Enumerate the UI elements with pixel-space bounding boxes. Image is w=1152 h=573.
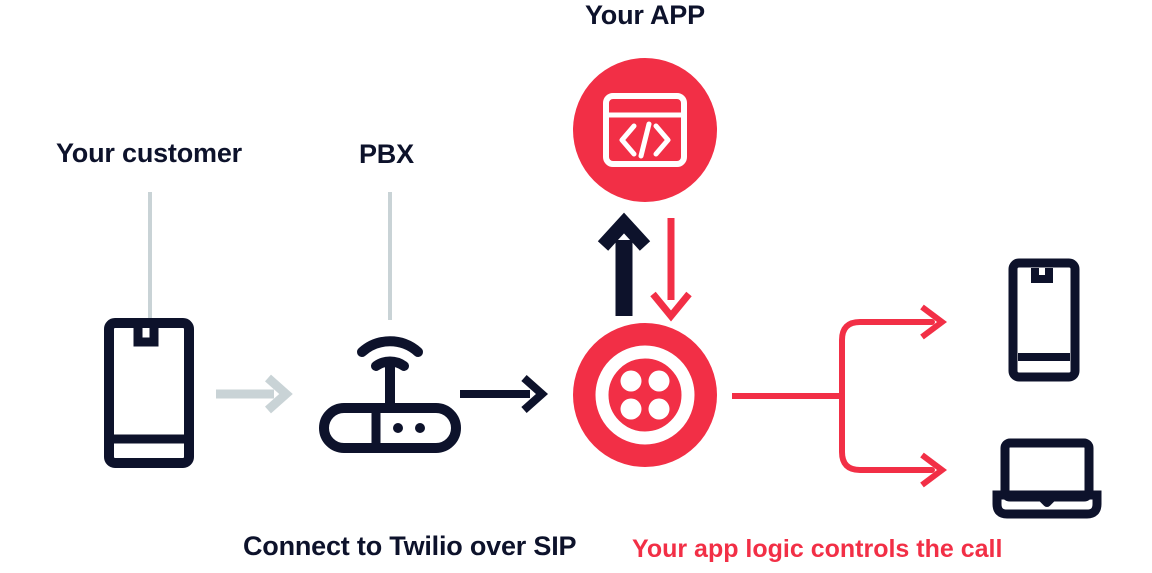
node-pbx-router (310, 322, 470, 454)
label-your-app-logic-controls-the-call: Your app logic controls the call (632, 535, 1003, 563)
connector-stem-pbx (388, 192, 392, 320)
connector-customer-to-pbx (216, 372, 294, 416)
node-endpoint-laptop (992, 438, 1102, 520)
label-your-customer: Your customer (56, 138, 242, 168)
node-endpoint-phone (1008, 258, 1080, 382)
connector-stem-customer (148, 192, 152, 320)
arrow-up-icon (597, 212, 651, 316)
node-customer-phone (104, 318, 194, 468)
connector-twilio-branch (720, 300, 970, 500)
branch-arrows-icon (732, 304, 947, 488)
arrow-right-icon (216, 374, 293, 414)
smartphone-icon (1008, 258, 1080, 382)
code-window-icon (603, 93, 687, 167)
node-your-app (573, 58, 717, 202)
label-connect-to-twilio-over-sip: Connect to Twilio over SIP (243, 531, 577, 561)
twilio-logo-icon (595, 345, 695, 445)
connector-twilio-to-app (595, 212, 653, 318)
arrow-right-icon (460, 375, 549, 413)
arrow-down-icon (650, 218, 692, 322)
smartphone-icon (104, 318, 194, 468)
laptop-icon (992, 438, 1102, 519)
label-pbx: PBX (359, 139, 414, 169)
router-icon (319, 336, 461, 453)
connector-pbx-to-twilio (460, 372, 550, 416)
connector-app-to-twilio (645, 218, 697, 322)
label-your-app: Your APP (585, 0, 705, 30)
node-twilio (573, 323, 717, 467)
